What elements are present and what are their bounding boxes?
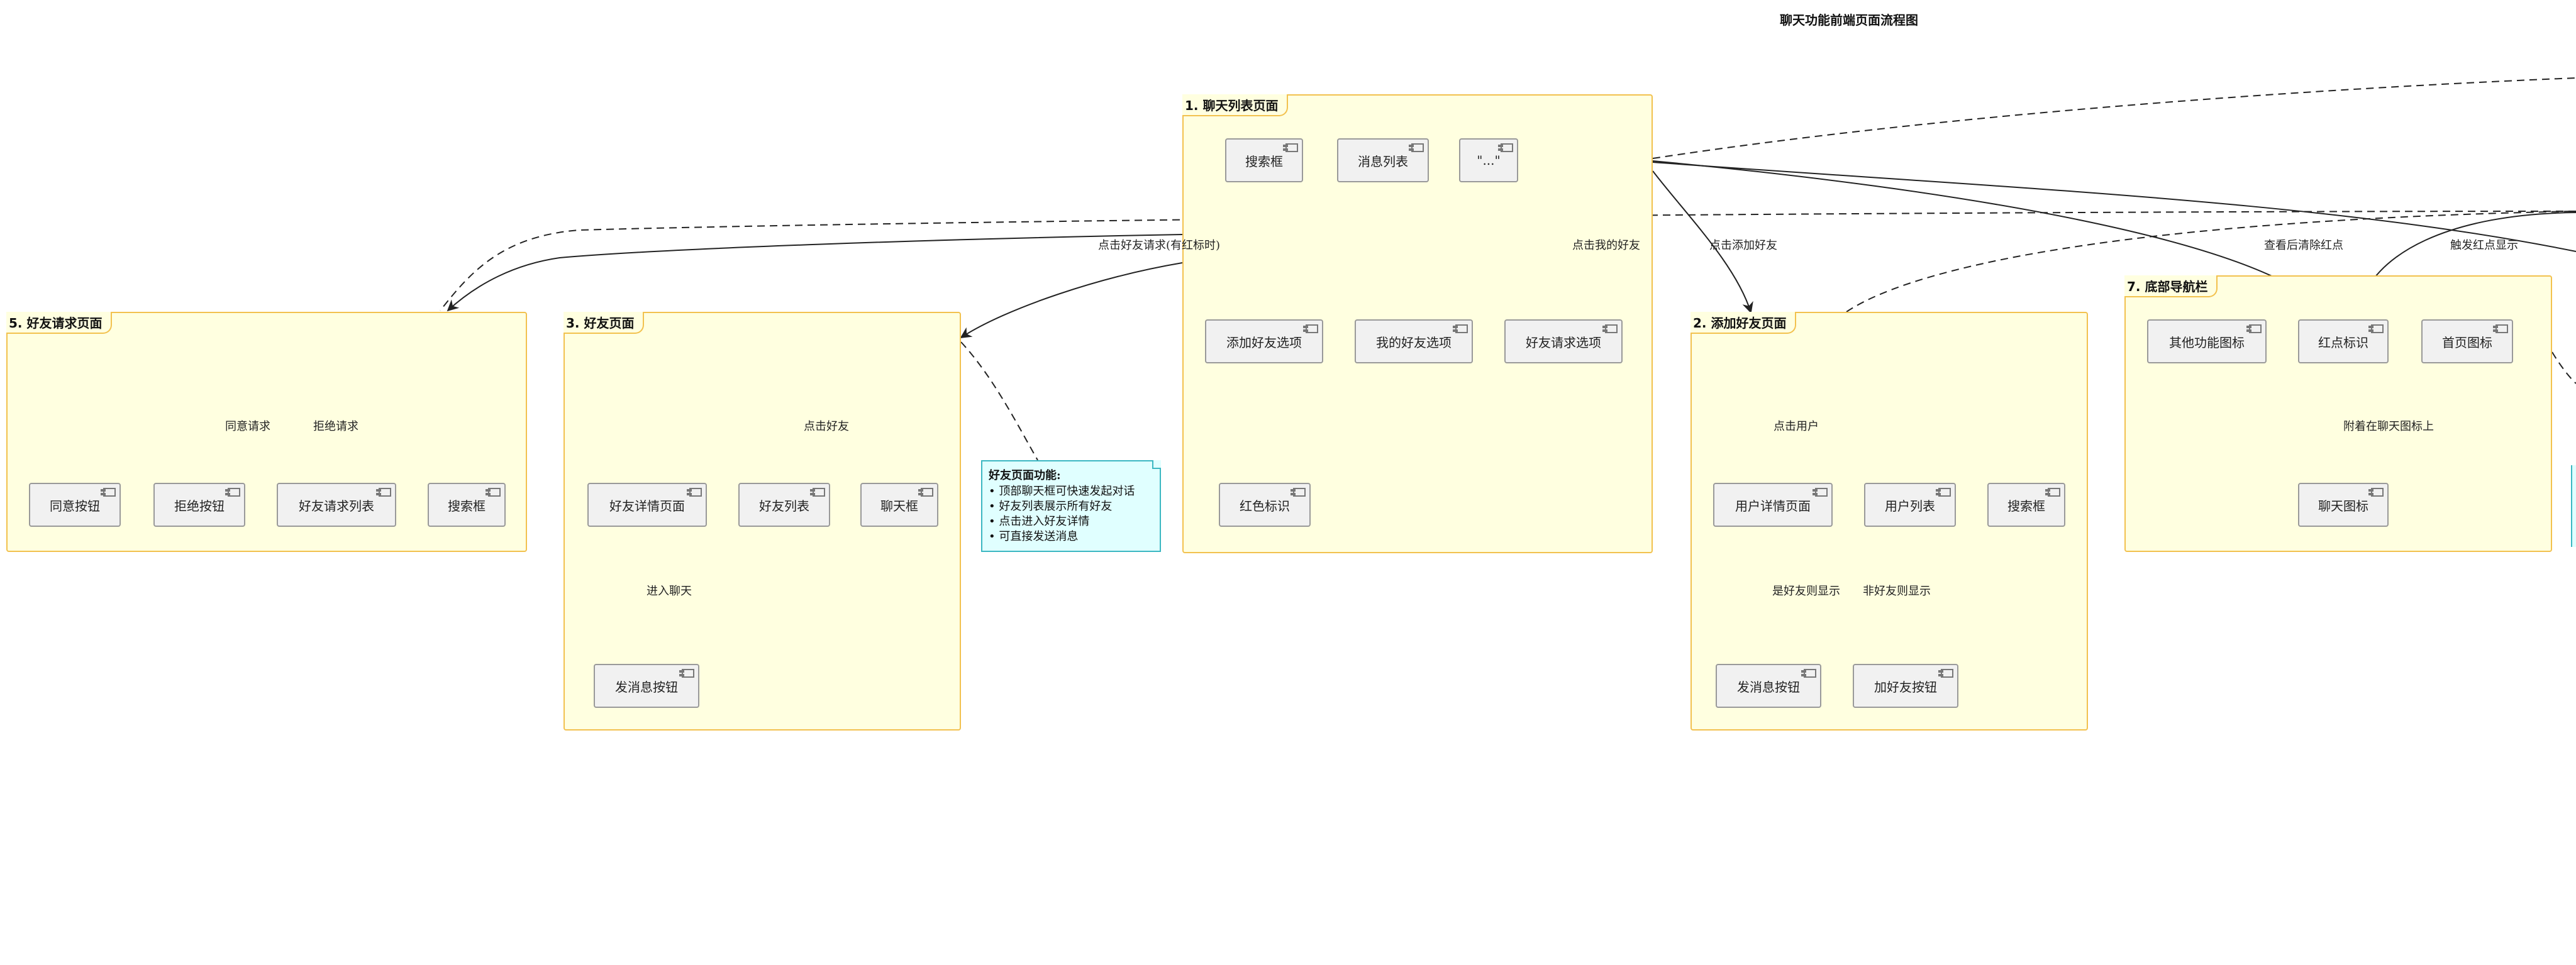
package-add-friend-title: 2. 添加好友页面	[1690, 312, 1797, 334]
package-add-friend: 2. 添加好友页面 用户详情页面 用户列表 搜索框 发消息按钮 加好友按钮	[1690, 312, 2088, 731]
note-title: 好友页面功能:	[989, 469, 1061, 482]
edge-label-is-friend: 是好友则显示	[1772, 585, 1840, 598]
package-chat-list-title: 1. 聊天列表页面	[1182, 94, 1289, 116]
edge-label-attached-chat-icon: 附着在聊天图标上	[2343, 420, 2434, 433]
component-icon	[810, 488, 825, 497]
bottom-nav-red-dot: 红点标识	[2298, 319, 2389, 363]
chat-list-ellipsis: "..."	[1459, 138, 1518, 182]
edge-label-click-add-friend: 点击添加好友	[1709, 239, 1777, 252]
bottom-nav-other-icons: 其他功能图标	[2147, 319, 2267, 363]
package-bottom-nav-title: 7. 底部导航栏	[2124, 275, 2218, 297]
dashed-top-right	[1652, 77, 2576, 159]
friends-friend-list: 好友列表	[738, 483, 830, 527]
dashed-note-link	[960, 341, 1038, 461]
friends-page-note: 好友页面功能: • 顶部聊天框可快速发起对话 • 好友列表展示所有好友 • 点击…	[981, 460, 1161, 552]
friends-send-message-button: 发消息按钮	[594, 664, 699, 708]
add-friend-user-list: 用户列表	[1864, 483, 1956, 527]
friend-requests-reject-button: 拒绝按钮	[153, 483, 245, 527]
edge-label-enter-chat: 进入聊天	[647, 585, 692, 598]
add-friend-search-box: 搜索框	[1987, 483, 2065, 527]
edge-label-click-friend-request: 点击好友请求(有红标时)	[1098, 239, 1221, 252]
edge-label-reject-request: 拒绝请求	[313, 420, 358, 433]
note-line: • 顶部聊天框可快速发起对话	[989, 485, 1135, 498]
edge-chatlist-to-addfriend	[1652, 170, 1753, 314]
component-icon	[225, 488, 240, 497]
edge-chatlist-to-requests	[447, 234, 1183, 312]
component-icon	[918, 488, 933, 497]
bottom-nav-chat-icon: 聊天图标	[2298, 483, 2389, 527]
add-friend-user-detail-page: 用户详情页面	[1713, 483, 1833, 527]
component-icon	[2368, 324, 2384, 333]
edge-label-click-friend: 点击好友	[804, 420, 849, 433]
friends-chat-box: 聊天框	[860, 483, 938, 527]
component-icon	[687, 488, 702, 497]
component-icon	[1291, 488, 1306, 497]
component-icon	[1409, 143, 1424, 152]
component-icon	[2493, 324, 2508, 333]
chat-list-message-list: 消息列表	[1337, 138, 1429, 182]
package-friend-requests-title: 5. 好友请求页面	[6, 312, 113, 334]
note-line: • 可直接发送消息	[989, 530, 1079, 543]
note-fold-corner	[1152, 460, 1161, 469]
component-icon	[2368, 488, 2384, 497]
component-icon	[1936, 488, 1951, 497]
note-line: • 好友列表展示所有好友	[989, 500, 1113, 513]
bottom-nav-home-icon: 首页图标	[2421, 319, 2513, 363]
package-friend-requests: 5. 好友请求页面 同意按钮 拒绝按钮 好友请求列表 搜索框	[6, 312, 527, 552]
package-bottom-nav: 7. 底部导航栏 其他功能图标 红点标识 首页图标 聊天图标	[2124, 275, 2552, 552]
component-icon	[1801, 669, 1816, 678]
edge-label-agree-request: 同意请求	[225, 420, 270, 433]
note-line: • 点击进入好友详情	[989, 515, 1090, 528]
friend-requests-search-box: 搜索框	[428, 483, 506, 527]
component-icon	[1303, 324, 1318, 333]
chat-list-red-badge: 红色标识	[1219, 483, 1311, 527]
chat-list-add-friend-option: 添加好友选项	[1205, 319, 1323, 363]
component-icon	[1453, 324, 1468, 333]
component-icon	[376, 488, 391, 497]
friend-requests-list: 好友请求列表	[277, 483, 396, 527]
package-chat-list: 1. 聊天列表页面 搜索框 消息列表 "..." 添加好友选项 我的好友选项 好…	[1182, 94, 1653, 553]
component-icon	[679, 669, 694, 678]
component-icon	[1938, 669, 1953, 678]
edge-label-trigger-red-dot: 触发红点显示	[2450, 239, 2518, 252]
offscreen-note-edge	[2571, 465, 2576, 547]
add-friend-send-message-button: 发消息按钮	[1716, 664, 1821, 708]
component-icon	[1813, 488, 1828, 497]
package-friends-title: 3. 好友页面	[564, 312, 645, 334]
diagram-title: 聊天功能前端页面流程图	[1780, 13, 1918, 28]
dashed-long-left	[440, 211, 2576, 311]
chat-list-search-box: 搜索框	[1225, 138, 1303, 182]
edge-label-click-my-friends: 点击我的好友	[1572, 239, 1640, 252]
edge-label-clear-after-view: 查看后清除红点	[2264, 239, 2343, 252]
component-icon	[101, 488, 116, 497]
package-friends: 3. 好友页面 好友详情页面 好友列表 聊天框 发消息按钮	[564, 312, 961, 731]
component-icon	[1283, 143, 1298, 152]
edge-label-click-user: 点击用户	[1774, 420, 1819, 433]
component-icon	[2246, 324, 2262, 333]
component-icon	[486, 488, 501, 497]
chat-list-my-friends-option: 我的好友选项	[1355, 319, 1473, 363]
add-friend-add-friend-button: 加好友按钮	[1853, 664, 1958, 708]
edge-chatlist-right	[1652, 162, 2576, 252]
friend-requests-agree-button: 同意按钮	[29, 483, 121, 527]
component-icon	[2045, 488, 2060, 497]
edge-label-not-friend: 非好友则显示	[1863, 585, 1931, 598]
friends-friend-detail-page: 好友详情页面	[587, 483, 707, 527]
edge-chatlist-to-friends	[960, 262, 1183, 338]
component-icon	[1602, 324, 1618, 333]
dashed-bottomnav-right	[2551, 351, 2576, 384]
chat-list-friend-request-option: 好友请求选项	[1504, 319, 1623, 363]
component-icon	[1498, 143, 1513, 152]
